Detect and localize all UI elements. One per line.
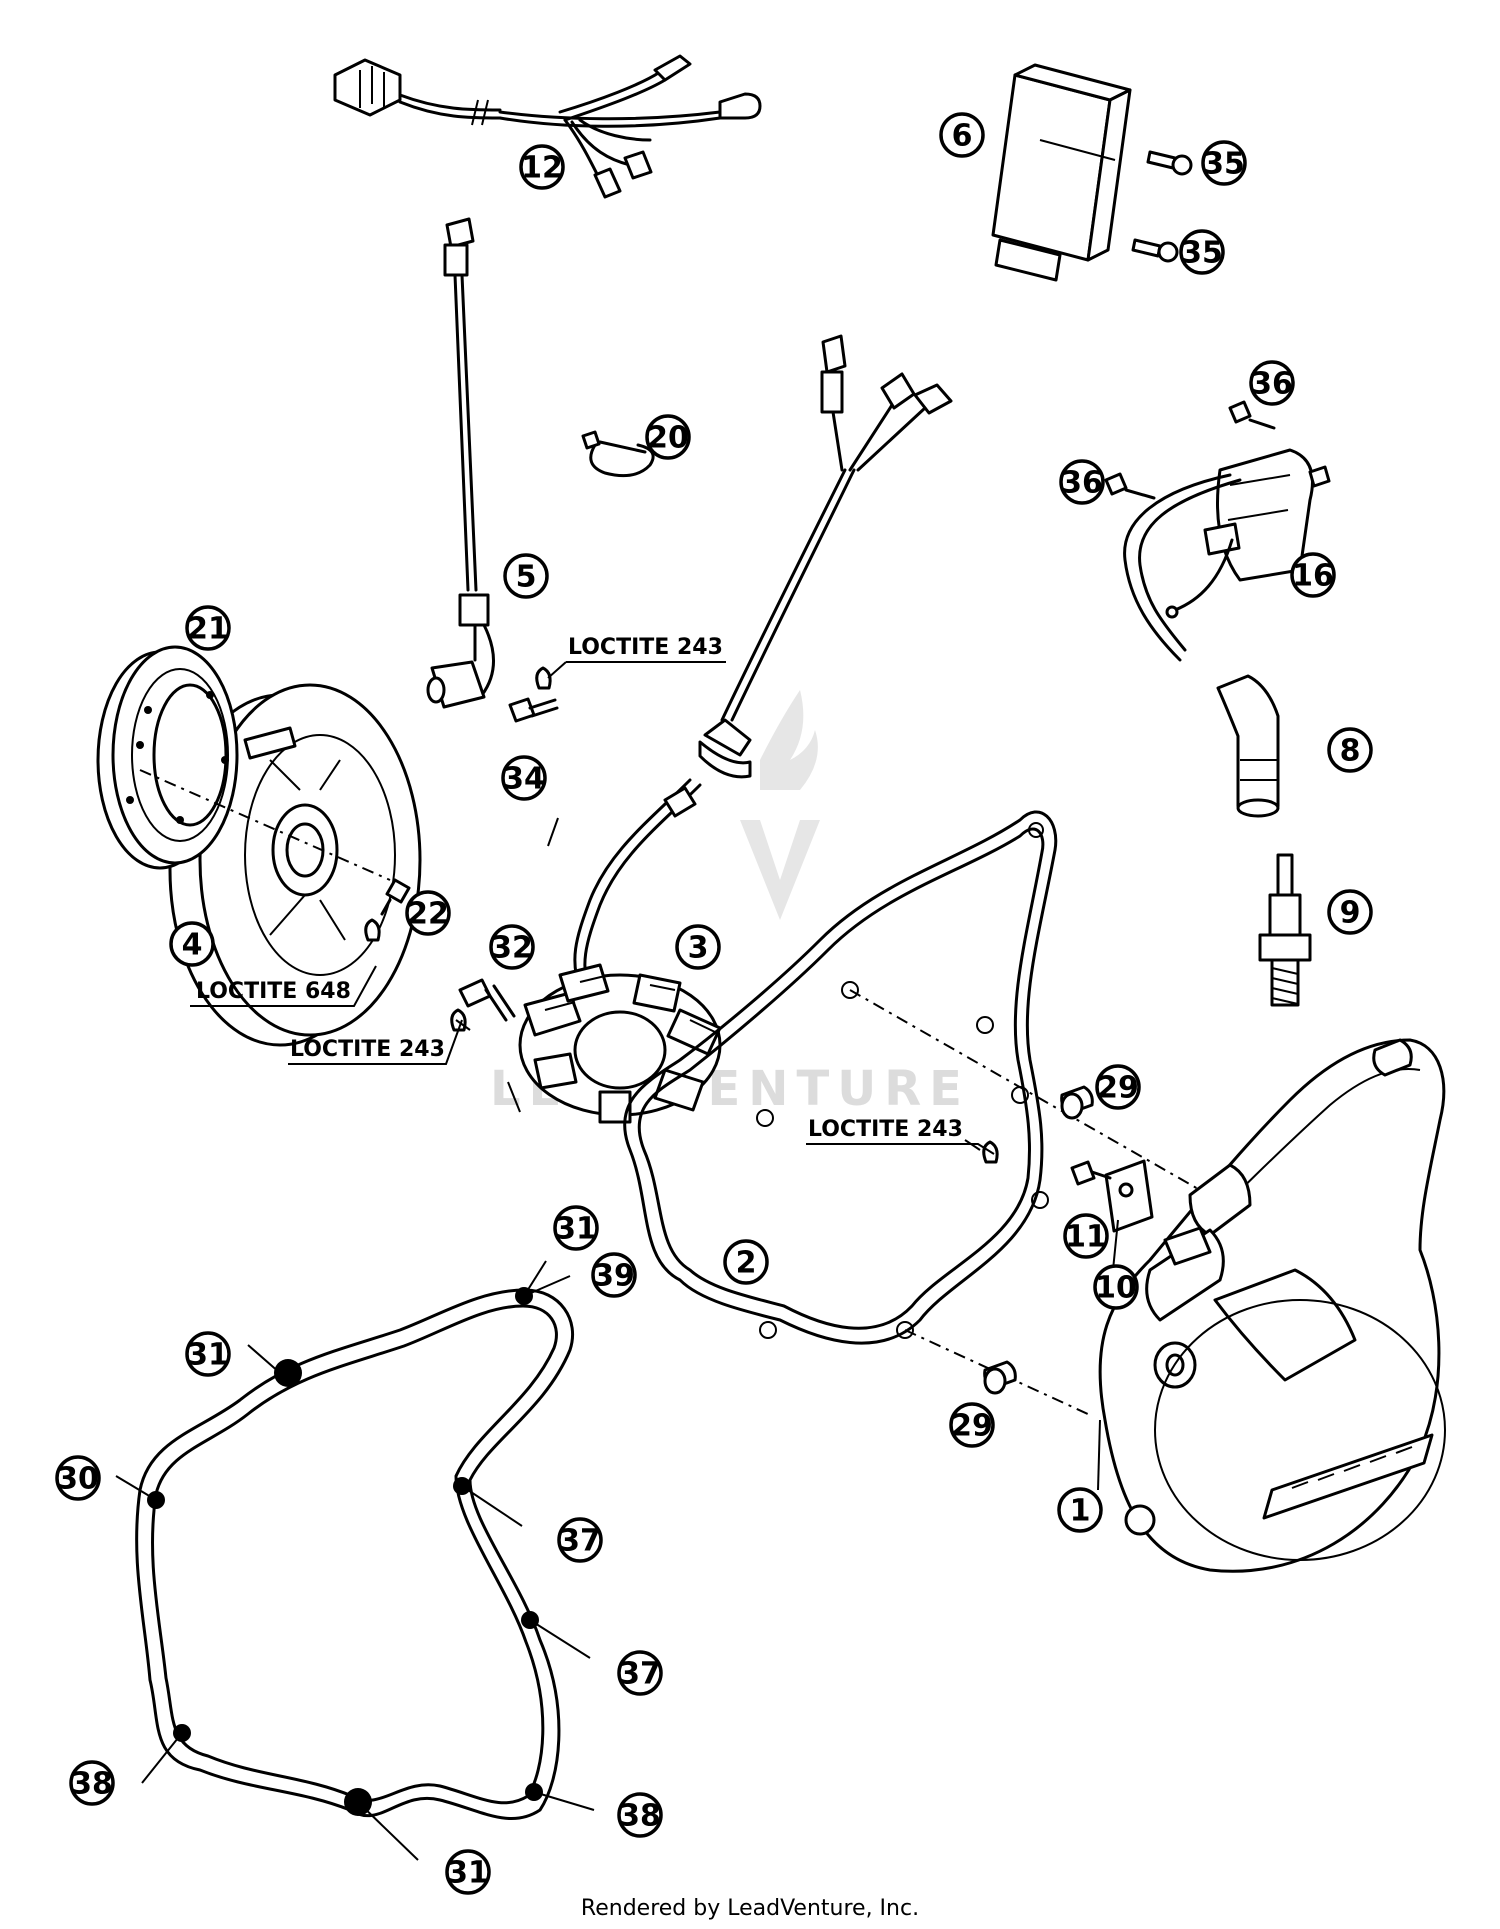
callout-2: 2 [723, 1239, 769, 1285]
callout-3: 3 [675, 924, 721, 970]
leader-lines [115, 817, 1119, 1861]
flywheel-rotor [168, 683, 422, 1047]
svg-text:6: 6 [952, 119, 973, 154]
svg-text:32: 32 [491, 931, 533, 966]
svg-text:3: 3 [688, 931, 709, 966]
callout-38-right: 38 [617, 1792, 663, 1838]
callout-4: 4 [169, 921, 215, 967]
callout-32: 32 [489, 924, 535, 970]
svg-text:34: 34 [503, 762, 545, 797]
loctite-note-cover: LOCTITE 243 [806, 1117, 995, 1155]
loctite-243-left: LOCTITE 243 [290, 1037, 445, 1062]
svg-text:38: 38 [619, 1799, 661, 1834]
callout-36-lower: 36 [1059, 459, 1105, 505]
ignition-coil [1123, 448, 1331, 662]
svg-text:4: 4 [182, 928, 203, 963]
callout-22: 22 [405, 890, 451, 936]
svg-text:29: 29 [951, 1409, 993, 1444]
cable-bracket [1104, 1159, 1154, 1233]
dowel-pin-lower [983, 1360, 1017, 1395]
callout-5: 5 [503, 553, 549, 599]
svg-text:36: 36 [1061, 466, 1103, 501]
svg-text:37: 37 [559, 1524, 601, 1559]
callout-31-left: 31 [185, 1331, 231, 1377]
wiring-harness [333, 54, 762, 199]
stator [518, 334, 953, 1124]
spark-plug-cap [1216, 674, 1280, 818]
callout-36-upper: 36 [1249, 360, 1295, 406]
dowel-pin-upper [1060, 1085, 1094, 1120]
ignition-cover-gasket [623, 810, 1058, 1345]
cdi-unit [991, 63, 1193, 282]
loctite-243-right: LOCTITE 243 [808, 1117, 963, 1142]
svg-text:31: 31 [447, 1856, 489, 1891]
svg-text:31: 31 [555, 1212, 597, 1247]
callout-29-upper: 29 [1095, 1064, 1141, 1110]
svg-text:31: 31 [187, 1338, 229, 1373]
flywheel-ring [96, 645, 239, 870]
svg-text:36: 36 [1251, 367, 1293, 402]
loctite-note-sensor: LOCTITE 243 [547, 635, 726, 679]
svg-text:39: 39 [593, 1259, 635, 1294]
callout-37-upper: 37 [557, 1517, 603, 1563]
flywheel-axis-line [139, 769, 391, 881]
callout-16: 16 [1290, 552, 1336, 598]
callout-35-upper: 35 [1201, 140, 1247, 186]
callout-12: 12 [519, 144, 565, 190]
coil-screws [1104, 400, 1276, 500]
svg-text:10: 10 [1095, 1271, 1137, 1306]
svg-text:38: 38 [71, 1767, 113, 1802]
bracket-screw [982, 1140, 1112, 1186]
callout-11: 11 [1063, 1213, 1109, 1259]
callout-20: 20 [645, 414, 691, 460]
svg-text:20: 20 [647, 421, 689, 456]
callout-30: 30 [55, 1455, 101, 1501]
callout-1: 1 [1057, 1487, 1103, 1533]
loctite-note-flywheel: LOCTITE 648 [190, 965, 377, 1007]
callout-35-lower: 35 [1179, 229, 1225, 275]
callout-34: 34 [501, 755, 547, 801]
svg-text:21: 21 [187, 612, 229, 647]
svg-text:5: 5 [516, 560, 537, 595]
svg-text:37: 37 [619, 1657, 661, 1692]
loctite-note-stator: LOCTITE 243 [288, 1019, 463, 1065]
svg-text:2: 2 [736, 1246, 757, 1281]
svg-text:16: 16 [1292, 559, 1334, 594]
svg-text:9: 9 [1340, 896, 1361, 931]
stator-screw [450, 978, 516, 1032]
svg-text:12: 12 [521, 151, 563, 186]
pickup-sensor [426, 217, 495, 709]
gasket-alignment-line [849, 989, 1201, 1191]
callout-31-top: 31 [553, 1205, 599, 1251]
callout-31-bottom: 31 [445, 1849, 491, 1895]
svg-text:11: 11 [1065, 1220, 1107, 1255]
flywheel-screw [364, 878, 411, 942]
svg-text:35: 35 [1181, 236, 1223, 271]
callout-39: 39 [591, 1252, 637, 1298]
render-credit: Rendered by LeadVenture, Inc. [580, 1896, 920, 1921]
sensor-screw [508, 666, 559, 723]
loctite-243-top: LOCTITE 243 [568, 635, 723, 660]
callout-37-lower: 37 [617, 1650, 663, 1696]
spark-plug [1258, 853, 1312, 1007]
callout-6: 6 [939, 112, 985, 158]
cable-tie [581, 430, 655, 478]
callout-29-lower: 29 [949, 1402, 995, 1448]
callout-21: 21 [185, 605, 231, 651]
ignition-cover [1098, 1038, 1446, 1573]
svg-text:30: 30 [57, 1462, 99, 1497]
svg-text:8: 8 [1340, 734, 1361, 769]
svg-text:1: 1 [1070, 1494, 1091, 1529]
callout-10: 10 [1093, 1264, 1139, 1310]
callout-38-left: 38 [69, 1760, 115, 1806]
callout-9: 9 [1327, 889, 1373, 935]
loctite-648: LOCTITE 648 [196, 979, 351, 1004]
svg-text:35: 35 [1203, 147, 1245, 182]
callout-8: 8 [1327, 727, 1373, 773]
svg-text:29: 29 [1097, 1071, 1139, 1106]
svg-text:22: 22 [407, 897, 449, 932]
